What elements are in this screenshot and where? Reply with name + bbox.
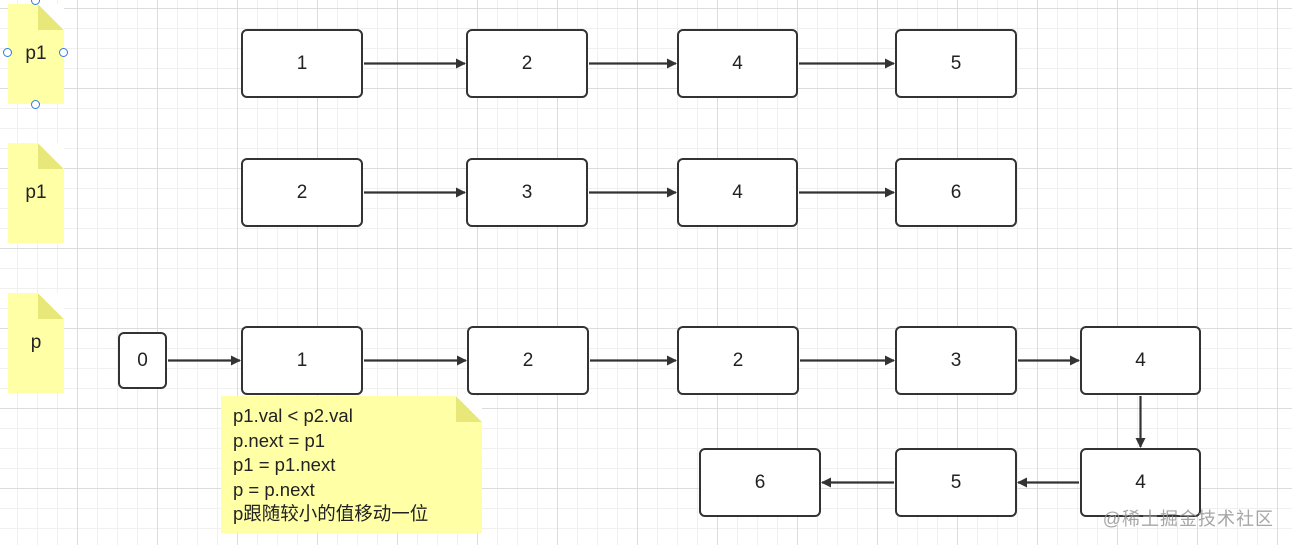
side-note-p1-first[interactable]: p1 <box>8 4 64 104</box>
selection-handle-top[interactable] <box>31 0 40 5</box>
merged-node-dummy[interactable]: 0 <box>118 332 167 389</box>
side-note-p[interactable]: p <box>8 293 64 393</box>
list2-node-2[interactable]: 3 <box>466 158 588 227</box>
merged-node-2[interactable]: 2 <box>467 326 589 395</box>
merged-node-1[interactable]: 1 <box>241 326 363 395</box>
note-fold <box>38 143 64 169</box>
list2-node-3[interactable]: 4 <box>677 158 798 227</box>
note-fold <box>38 4 64 30</box>
list1-node-2[interactable]: 2 <box>466 29 588 98</box>
merged-node-3[interactable]: 2 <box>677 326 799 395</box>
note-fold <box>38 293 64 319</box>
note-fold <box>456 396 482 422</box>
selection-handle-bottom[interactable] <box>31 100 40 109</box>
side-note-label: p1 <box>25 182 47 203</box>
merged-node-4[interactable]: 3 <box>895 326 1017 395</box>
list2-node-4[interactable]: 6 <box>895 158 1017 227</box>
explanation-note[interactable]: p1.val < p2.val p.next = p1 p1 = p1.next… <box>221 396 482 533</box>
note-line: p = p.next <box>233 478 315 500</box>
note-line: p1.val < p2.val <box>233 405 353 426</box>
selection-handle-left[interactable] <box>3 48 12 57</box>
selection-handle-right[interactable] <box>59 48 68 57</box>
list1-node-4[interactable]: 5 <box>895 29 1017 98</box>
side-note-label: p <box>30 332 42 353</box>
watermark: @稀土掘金技术社区 <box>1102 509 1274 529</box>
merged-node-7[interactable]: 5 <box>895 448 1017 517</box>
note-line: p.next = p1 <box>233 429 326 451</box>
note-line: p1 = p1.next <box>233 454 336 475</box>
merged-node-6[interactable]: 4 <box>1080 448 1201 517</box>
side-note-label: p1 <box>25 43 47 64</box>
side-note-p1-second[interactable]: p1 <box>8 143 64 243</box>
merged-node-8[interactable]: 6 <box>699 448 821 517</box>
list1-node-3[interactable]: 4 <box>677 29 798 98</box>
note-line: p跟随较小的值移动一位 <box>233 503 429 524</box>
list2-node-1[interactable]: 2 <box>241 158 363 227</box>
list1-node-1[interactable]: 1 <box>241 29 363 98</box>
merged-node-5[interactable]: 4 <box>1080 326 1201 395</box>
